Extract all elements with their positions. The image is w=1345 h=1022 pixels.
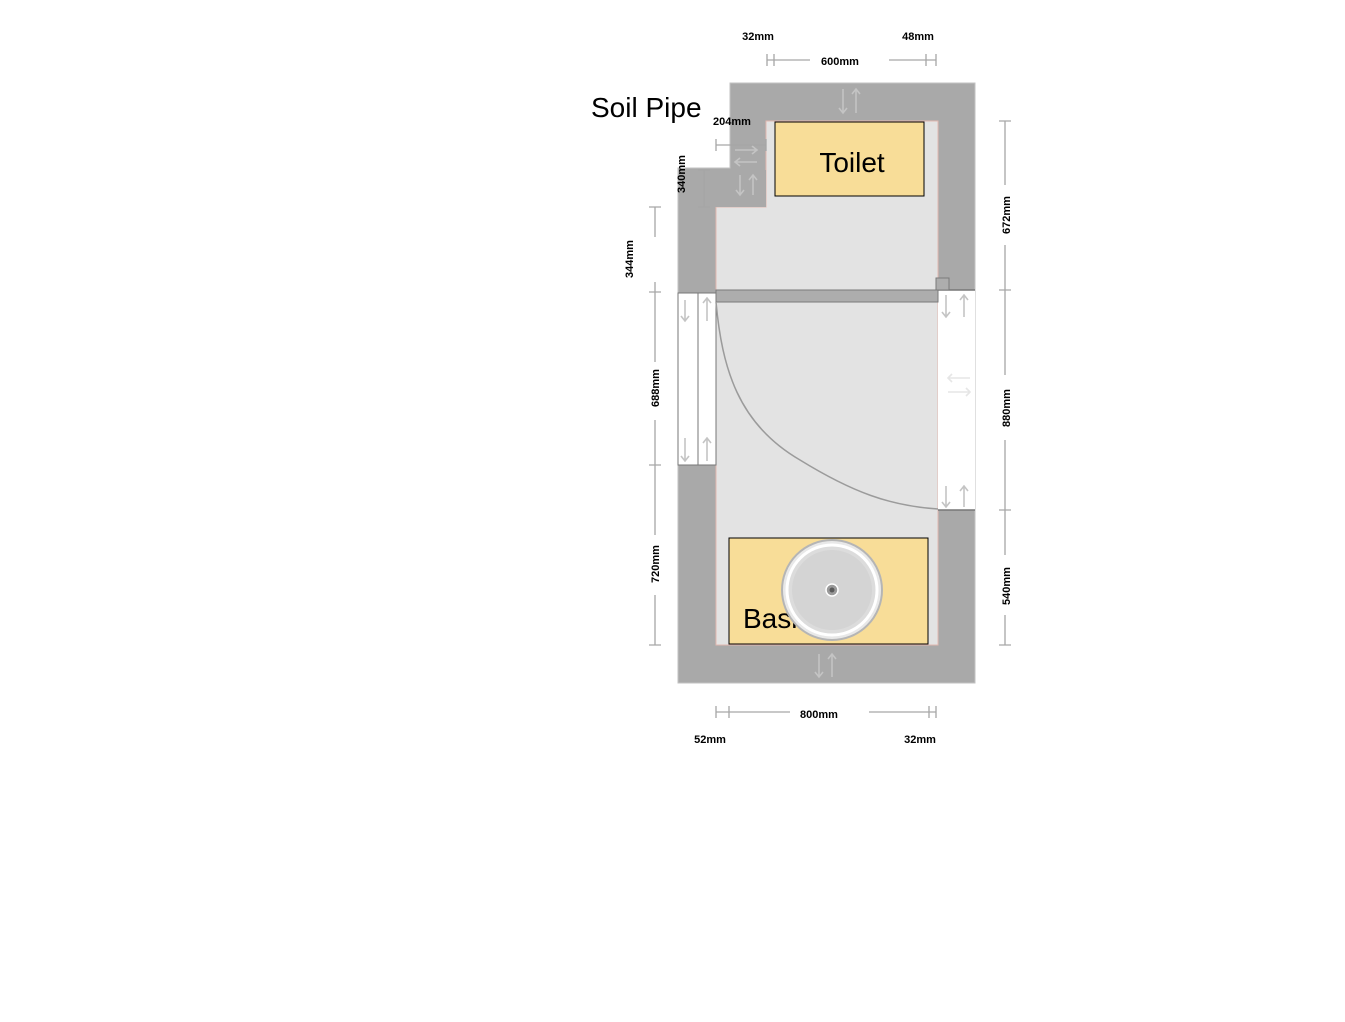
dim-top-right-offset: 48mm — [902, 31, 934, 43]
dim-right-opening: 880mm — [1001, 389, 1013, 427]
dim-left-upper: 344mm — [624, 240, 636, 278]
door-swing-arc — [715, 301, 939, 510]
soil-pipe-label: Soil Pipe — [591, 92, 702, 123]
dim-right-upper: 672mm — [1001, 196, 1013, 234]
dim-left-door: 688mm — [650, 369, 662, 407]
door-frame-inner — [697, 292, 717, 466]
dim-soil-pipe-width: 204mm — [713, 116, 751, 128]
dim-right-lower: 540mm — [1001, 567, 1013, 605]
toilet-fixture — [774, 121, 925, 197]
left-dimension-lines — [649, 206, 661, 646]
wall-handle-arrows — [680, 87, 972, 679]
right-opening — [938, 290, 975, 510]
bottom-dimension-lines — [715, 706, 937, 718]
dim-top-width: 600mm — [821, 56, 859, 68]
top-dimension-lines — [766, 54, 937, 66]
door-leaf — [715, 289, 939, 303]
soil-pipe-box — [704, 170, 766, 207]
dim-bottom-width: 800mm — [800, 709, 838, 721]
soil-pipe-dimension-lines — [698, 139, 767, 208]
door-stop — [935, 277, 950, 291]
dim-bottom-left-offset: 52mm — [694, 734, 726, 746]
dim-soil-pipe-depth: 340mm — [676, 155, 688, 193]
door-frame-outer — [677, 292, 699, 466]
right-dimension-lines — [999, 120, 1011, 646]
basin-bowl — [781, 539, 883, 641]
dim-left-lower: 720mm — [650, 545, 662, 583]
dim-top-left-offset: 32mm — [742, 31, 774, 43]
dim-bottom-right-offset: 32mm — [904, 734, 936, 746]
toilet-label: Toilet — [819, 147, 885, 178]
